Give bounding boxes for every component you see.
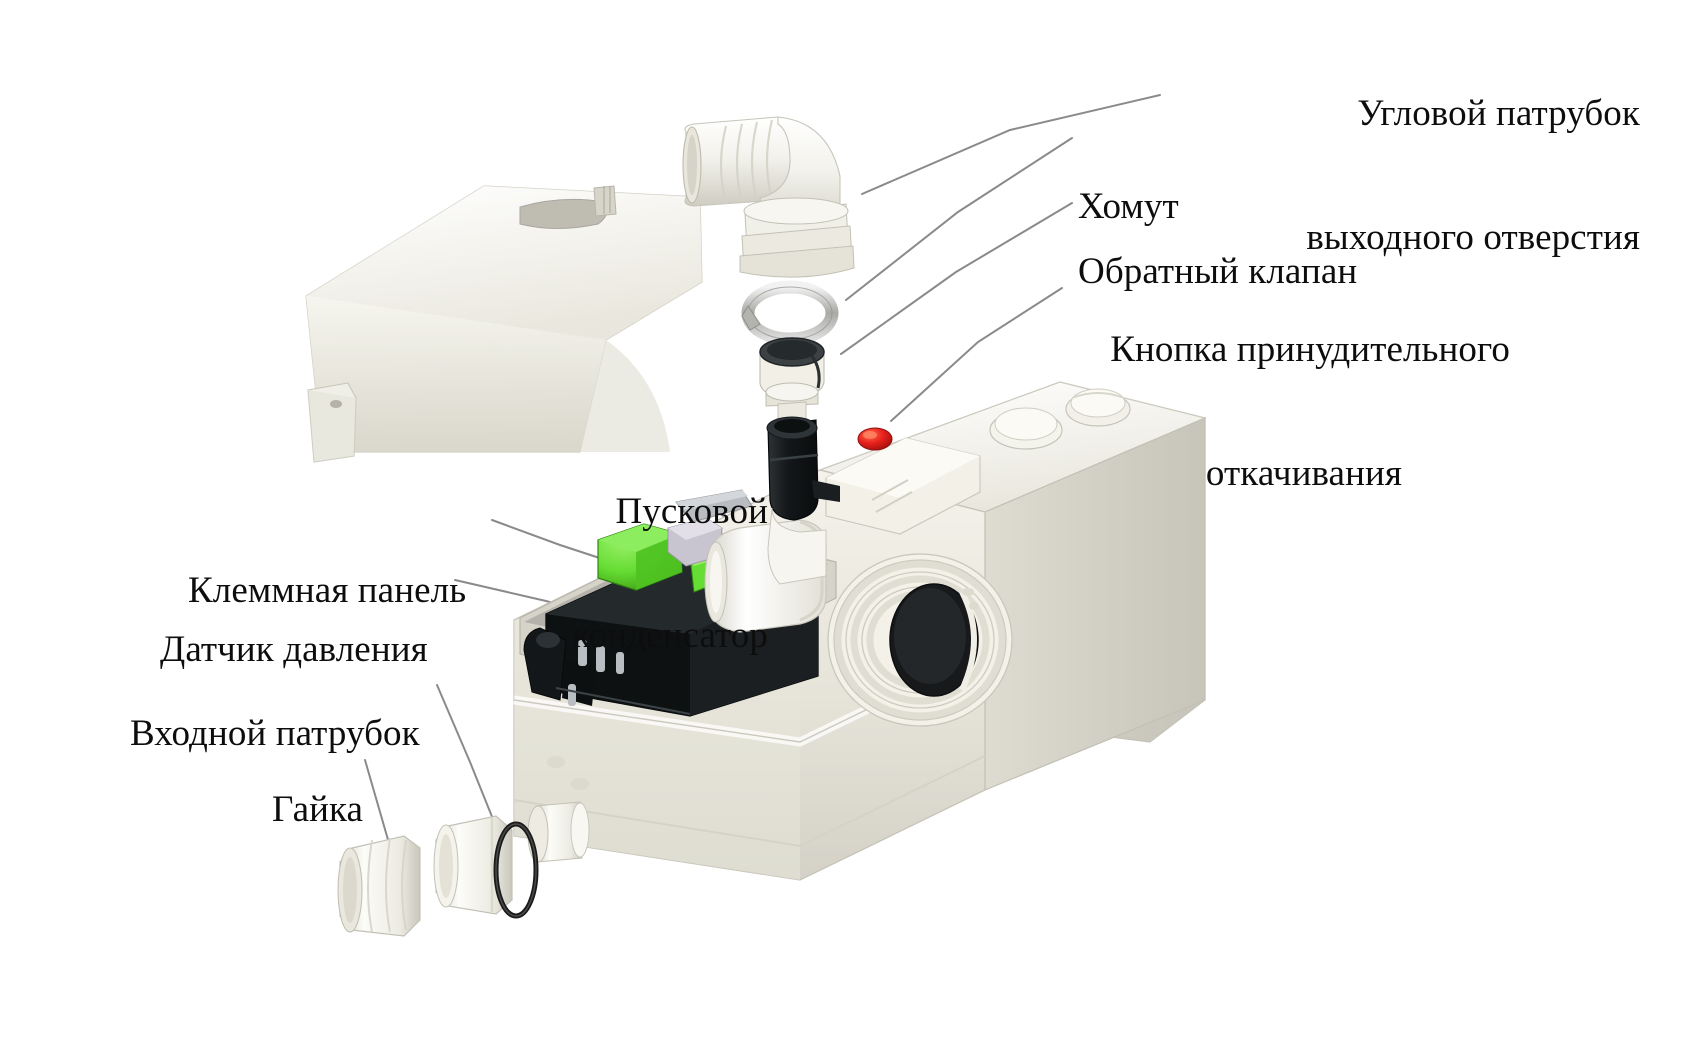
part-cover-lid [305,185,703,463]
part-nut [337,835,421,937]
label-clamp: Хомут [1078,185,1179,227]
part-inlet-pipe [433,815,513,915]
leader-inlet-pipe [436,684,502,840]
part-capacitor [675,489,827,633]
part-outlet-elbow [682,116,855,278]
label-pressure-sensor: Датчик давления [160,628,428,670]
body-boss-a [547,756,565,768]
lid-slot [519,198,608,229]
leader-outlet-elbow [861,94,1161,195]
label-inlet-pipe: Входной патрубок [130,712,420,754]
label-start-capacitor: Пусковой конденсатор [572,490,768,657]
part-o-ring [493,821,539,919]
part-outlet-collar [827,553,1013,727]
tank-inlet-plugs [989,388,1131,450]
part-red-button[interactable] [857,427,893,451]
leader-clamp [845,137,1073,301]
label-terminal-panel: Клеммная панель [188,569,467,611]
label-nut: Гайка [272,788,364,830]
label-check-valve: Обратный клапан [1078,250,1358,292]
clamp-screw-housing [741,305,761,331]
leader-check-valve [840,202,1073,355]
part-check-valve [759,337,825,423]
label-outlet-elbow: Угловой патрубок выходного отверстия [1306,92,1640,259]
body-boss-b [571,778,589,790]
part-riser-pipe [766,416,840,585]
label-force-pump-button: Кнопка принудительного откачивания [1110,328,1510,495]
leader-force-button [890,287,1063,422]
